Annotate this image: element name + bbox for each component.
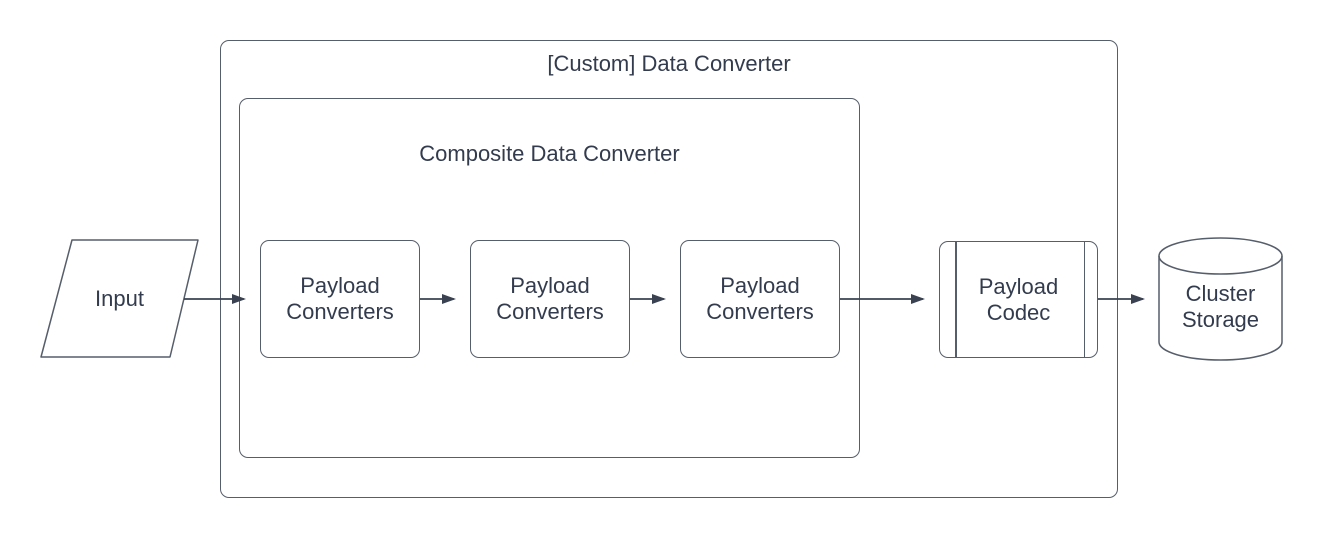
composite-data-converter-title: Composite Data Converter [419, 141, 680, 166]
input-label-container: Input [41, 240, 198, 357]
custom-data-converter-title: [Custom] Data Converter [547, 51, 791, 76]
codec-right-divider [1083, 242, 1085, 357]
payload-converters-node-1: Payload Converters [260, 240, 420, 358]
input-label: Input [95, 285, 144, 311]
payload-converters-node-3: Payload Converters [680, 240, 840, 358]
payload-codec-label: Payload Codec [978, 273, 1059, 325]
payload-converters-label-3: Payload Converters [706, 273, 814, 324]
payload-converters-label-1: Payload Converters [286, 273, 394, 324]
composite-data-converter-container: Composite Data Converter [239, 98, 860, 458]
cluster-storage-label: Cluster Storage [1181, 280, 1260, 332]
custom-data-converter-container: [Custom] Data Converter [220, 40, 1118, 498]
payload-codec-node: Payload Codec [939, 241, 1098, 358]
payload-converters-node-2: Payload Converters [470, 240, 630, 358]
codec-left-divider [955, 242, 957, 357]
cluster-storage-label-container: Cluster Storage [1159, 238, 1282, 360]
payload-converters-label-2: Payload Converters [496, 273, 604, 324]
